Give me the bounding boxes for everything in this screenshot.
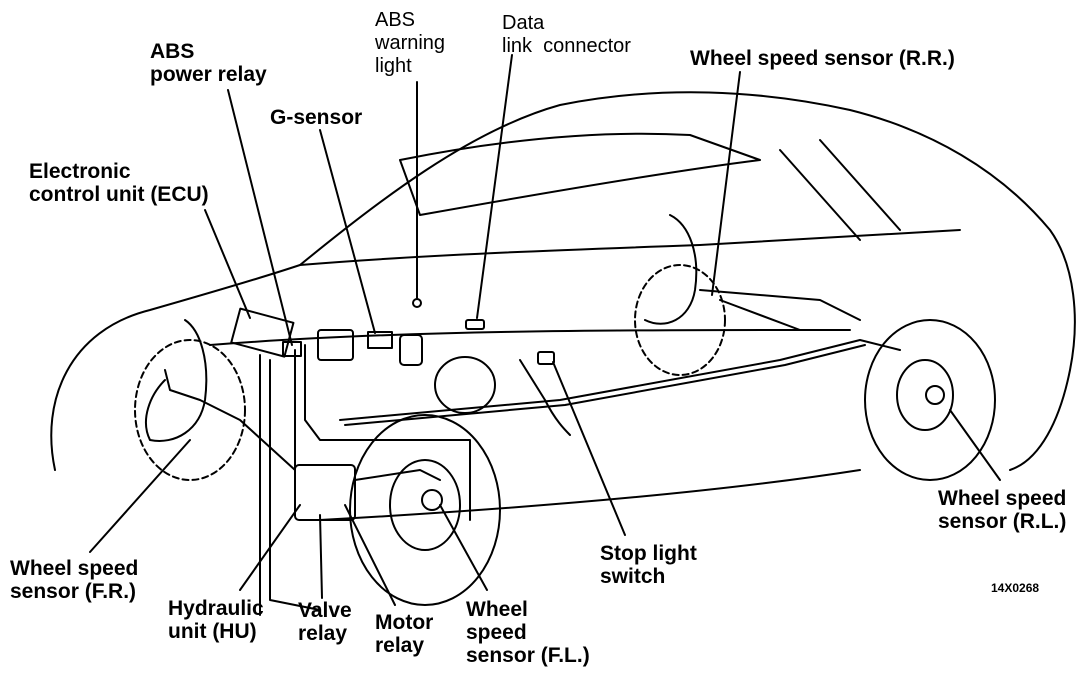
front-right-knuckle xyxy=(145,319,208,442)
label-g-sensor: G-sensor xyxy=(270,106,363,129)
leader-data-link xyxy=(476,54,513,319)
label-wss-rr: Wheel speed sensor (R.R.) xyxy=(690,47,955,70)
data-link-plug xyxy=(465,319,485,330)
master-cylinder xyxy=(399,334,423,366)
brake-pedal xyxy=(519,359,571,436)
leader-motor-relay xyxy=(344,504,396,606)
leader-valve-relay xyxy=(319,514,323,599)
hydraulic-unit-block xyxy=(294,464,356,521)
brake-line-rear xyxy=(339,339,901,426)
front-left-wheel xyxy=(349,414,501,606)
brake-line-front-left xyxy=(354,469,441,481)
warning-light-dot xyxy=(412,298,422,308)
leader-stop-light xyxy=(552,361,626,536)
leader-wss-rl xyxy=(949,409,1001,481)
rear-right-knuckle xyxy=(644,214,698,325)
rear-right-wheel-hidden xyxy=(634,264,726,376)
leader-g-sensor xyxy=(319,129,376,334)
rear-harness xyxy=(699,289,861,331)
g-sensor-box xyxy=(367,331,393,349)
front-left-hub xyxy=(421,489,443,511)
leader-ecu xyxy=(204,209,251,319)
windshield xyxy=(399,132,761,216)
leader-wss-fl xyxy=(439,504,488,591)
front-right-wheel-hidden xyxy=(134,339,246,481)
leader-wss-rr xyxy=(711,71,741,296)
side-line xyxy=(209,329,851,346)
leader-hydraulic xyxy=(239,504,301,591)
brake-booster xyxy=(434,356,496,414)
roof-line xyxy=(299,229,961,266)
proportioning-valve xyxy=(317,329,354,361)
stop-light-switch-body xyxy=(537,351,555,365)
car-body-outline xyxy=(50,91,1076,471)
rocker-line xyxy=(319,469,861,521)
leader-wss-fr xyxy=(89,439,191,553)
rear-left-wheel xyxy=(864,319,996,481)
rear-window xyxy=(779,139,901,241)
harness-main xyxy=(259,344,471,616)
brake-line-front-right xyxy=(164,369,296,471)
leader-power-relay xyxy=(227,89,293,346)
ecu-box xyxy=(230,307,295,358)
front-left-disc xyxy=(389,459,461,551)
rear-left-hub xyxy=(925,385,945,405)
rear-left-disc xyxy=(896,359,954,431)
figure-code: 14X0268 xyxy=(991,581,1040,595)
